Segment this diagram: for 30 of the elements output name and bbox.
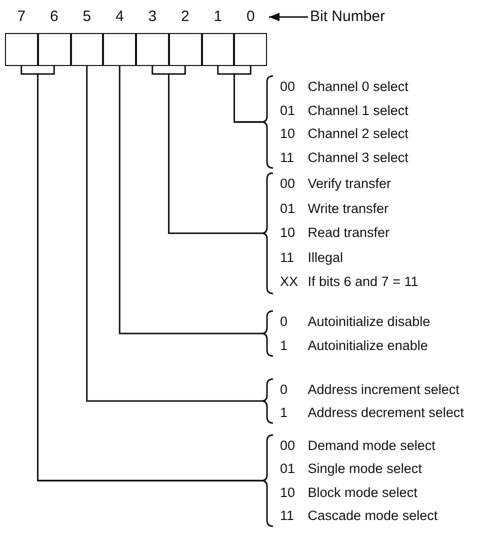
option-text: 10 Channel 2 select [280,125,408,143]
bit-number: 1 [212,7,224,27]
axis-caption: Bit Number [310,6,386,28]
option-text: 10 Block mode select [280,484,418,502]
bit-number: 2 [180,7,190,27]
bit-number: 3 [147,7,158,27]
bit-number: 6 [48,7,60,27]
option-text: 1 Address decrement select [280,404,464,422]
bit-number: 4 [114,7,125,27]
bit-number: 7 [16,7,27,27]
option-text: 11 Channel 3 select [280,148,408,166]
option-text: 00 Verify transfer [280,175,392,193]
option-text: 00 Channel 0 select [280,78,408,96]
leader-line [86,66,262,402]
arrow [269,12,308,22]
option-text: 11 Illegal [280,248,344,267]
leader-line [234,66,262,123]
option-text: 0 Autoinitialize disable [280,313,430,331]
bit-number: 0 [245,7,256,27]
option-text: 0 Address increment select [280,381,460,399]
leader-line [118,66,262,334]
option-text: 00 Demand mode select [280,437,436,455]
bit-number: 5 [82,7,92,27]
option-text: 01 Single mode select [280,460,422,478]
option-text: 01 Channel 1 select [280,102,408,120]
option-text: 10 Read transfer [280,224,390,242]
option-text: 11 Cascade mode select [280,506,438,525]
option-text: 1 Autoinitialize enable [280,336,428,354]
option-text: XX If bits 6 and 7 = 11 [280,273,418,291]
option-text: 01 Write transfer [280,200,389,218]
